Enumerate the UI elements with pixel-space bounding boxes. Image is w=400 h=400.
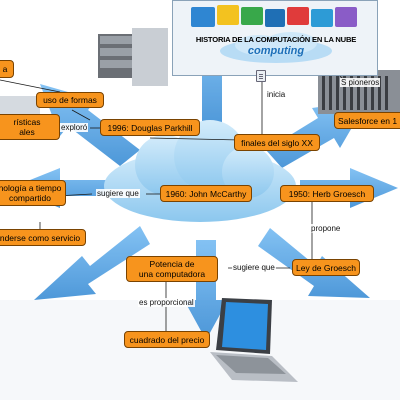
node-potencia-computadora[interactable]: Potencia de una computadora	[126, 256, 218, 282]
link-label-inicia: inicia	[266, 90, 287, 99]
header-banner: HISTORIA DE LA COMPUTACIÓN EN LA NUBE co…	[172, 0, 378, 76]
node-caracteristicas[interactable]: rísticas ales	[0, 114, 60, 140]
link-label-propone: propone	[310, 224, 342, 233]
header-subtitle: computing	[247, 45, 305, 57]
laptop-illustration	[210, 298, 298, 382]
link-label-exploro: exploró	[60, 123, 89, 132]
node-uso-de-formas[interactable]: uso de formas	[36, 92, 104, 108]
node-cuadrado-del-precio[interactable]: cuadrado del precio	[124, 331, 210, 348]
node-top-left-partial[interactable]: a	[0, 60, 14, 78]
link-label-es-proporcional: es proporcional	[138, 298, 195, 307]
server-illustration-left	[98, 28, 168, 86]
header-title: HISTORIA DE LA COMPUTACIÓN EN LA NUBE	[195, 35, 357, 44]
link-label-sugiere-que-1: sugiere que	[96, 189, 140, 198]
document-icon[interactable]	[256, 70, 266, 82]
node-finales-siglo-xx[interactable]: finales del siglo XX	[234, 134, 320, 151]
node-salesforce[interactable]: Salesforce en 1	[334, 112, 400, 129]
node-john-mccarthy[interactable]: 1960: John McCarthy	[160, 185, 252, 202]
node-douglas-parkhill[interactable]: 1996: Douglas Parkhill	[100, 119, 200, 136]
node-tecnologia-tiempo-compartido[interactable]: nología a tiempo compartido	[0, 180, 66, 206]
header-icons	[173, 1, 377, 75]
link-label-sugiere-que-2: sugiere que	[232, 263, 276, 272]
node-venderse-como-servicio[interactable]: nderse como servicio	[0, 229, 86, 246]
node-ley-de-groesch[interactable]: Ley de Groesch	[292, 259, 360, 276]
node-herb-groesch[interactable]: 1950: Herb Groesch	[280, 185, 374, 202]
link-label-pioneros: S pioneros	[340, 78, 381, 87]
server-illustration-right	[318, 70, 400, 114]
